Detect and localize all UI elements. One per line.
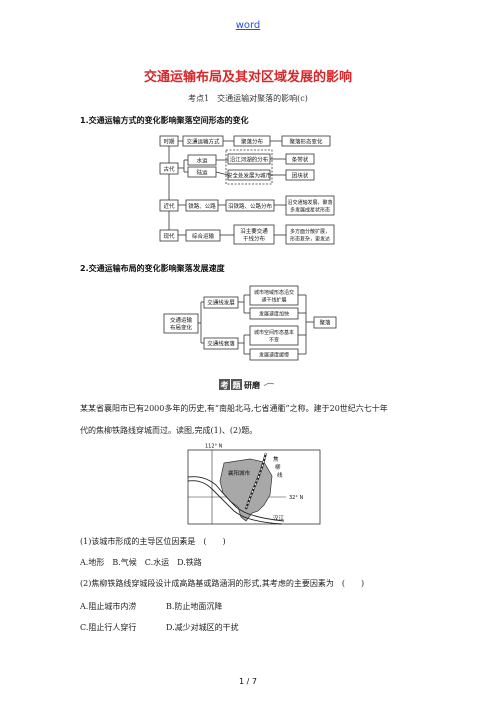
logo-square — [231, 379, 242, 390]
diag2-target: 聚落 — [319, 319, 331, 327]
diag2-root: 布局变化 — [170, 324, 193, 332]
question-2-stem: (2)焦柳铁路线穿城段设计成高路基或路涵洞的形式,其考虑的主要因素为 ( ) — [80, 579, 365, 588]
page-number: 1 / 7 — [239, 677, 257, 686]
diag1-dist: 沿主要交通 — [240, 227, 268, 235]
logo-char: 考 — [221, 380, 229, 390]
section-2-heading: 2.交通运输布局的变化影响聚落发展速度 — [80, 264, 225, 273]
diag2-branch: 交通线发展 — [207, 299, 235, 307]
diag1-era: 古代 — [163, 165, 175, 173]
section-1-heading: 1.交通运输方式的变化影响聚落空间形态的变化 — [80, 116, 249, 125]
diag1-header: 聚落形态变化 — [289, 138, 323, 146]
question-2-option: C.阻止行人穿行 — [80, 623, 137, 632]
diag1-mode: 铁路、公路 — [188, 202, 216, 210]
diag1-era: 近代 — [163, 202, 175, 210]
diag1-header: 交通运输方式 — [186, 138, 220, 146]
diag1-dist: 沿铁路、公路分布 — [228, 202, 273, 210]
header-word-link[interactable]: word — [235, 20, 261, 31]
diag1-dist: 干线分布 — [243, 235, 266, 243]
question-1-stem: (1)该城市形成的主导区位因素是 ( ) — [80, 537, 226, 546]
diag1-form: 条带状 — [292, 156, 309, 164]
diag1-dist: 安全处发展为城市 — [227, 172, 272, 180]
map-rail-label-char: 焦 — [273, 455, 279, 463]
logo-square — [219, 379, 230, 390]
question-2-option: B.防止地面沉降 — [166, 602, 223, 611]
question-2-option: A.阻止城市内涝 — [80, 602, 137, 611]
diag1-form: 多发展成星状形态 — [290, 207, 330, 214]
map-river-bank — [187, 476, 285, 522]
subtitle: 考点1 交通运输对聚落的影响(c) — [188, 94, 308, 103]
diagram-settlement-speed: 交通运输 布局变化 交通线发展 交通线衰落 城市地域形态沿交 通干线扩展 发展速… — [163, 285, 337, 361]
diag2-result: 通干线扩展 — [261, 297, 286, 304]
diag1-form: 沿交通轴发展，聚落 — [287, 199, 332, 206]
diag2-result: 发展速度缓慢 — [259, 352, 289, 359]
diag1-form: 团块状 — [292, 172, 309, 180]
question-intro-line: 某某省襄阳市已有2000多年的历史,有“南船北马,七省通衢”之称。建于20世纪六… — [80, 404, 388, 413]
diag1-mode: 综合运输 — [192, 232, 215, 240]
diag2-branch: 交通线衰落 — [207, 340, 235, 348]
diag2-root: 交通运输 — [170, 316, 193, 324]
map-river-label: 汉江 — [273, 514, 285, 522]
diagram-settlement-form: 时期 交通运输方式 聚落分布 聚落形态变化 古代 近代 现代 水运 陆运 沿江河… — [159, 135, 335, 245]
diag1-era: 现代 — [163, 232, 175, 240]
diag2-result: 不变 — [269, 337, 279, 344]
diag1-mode: 水运 — [196, 157, 208, 165]
diag2-result: 发展速度加快 — [259, 311, 289, 318]
diag1-form: 形态复杂，更发达 — [290, 236, 330, 243]
yanxi-logo: 考 题 研磨 — [219, 379, 275, 390]
diag2-result: 城市空间形态基本 — [254, 329, 294, 336]
logo-char: 题 — [232, 380, 242, 390]
xiangyang-map: 112° N 32° N 襄阳城市 焦 柳 线 汉江 — [187, 444, 321, 525]
logo-swoosh-icon — [263, 382, 275, 387]
diag1-mode: 陆运 — [196, 169, 208, 177]
diag1-header: 聚落分布 — [241, 138, 264, 146]
diag1-header: 时期 — [163, 138, 175, 146]
map-longitude-label: 112° N — [205, 444, 223, 450]
diag1-dist: 沿江河湖的分布 — [230, 156, 269, 164]
map-rail-label-char: 柳 — [275, 463, 281, 471]
map-city-label: 襄阳城市 — [228, 469, 251, 477]
document-title: 交通运输布局及其对区域发展的影响 — [143, 70, 352, 85]
question-intro-line: 代的焦柳铁路线穿城而过。读图,完成(1)、(2)题。 — [80, 426, 258, 435]
map-latitude-label: 32° N — [289, 495, 303, 501]
question-2-option: D.减少对城区的干扰 — [166, 623, 239, 632]
diag2-result: 城市地域形态沿交 — [254, 289, 294, 296]
question-1-options: A.地形 B.气候 C.水运 D.铁路 — [80, 558, 202, 567]
logo-label: 研磨 — [244, 380, 260, 390]
map-railway-dashes — [245, 452, 267, 510]
map-rail-label-char: 线 — [277, 471, 283, 479]
map-river-bank — [187, 480, 283, 525]
diag1-form: 多方面分散扩展， — [290, 228, 330, 235]
